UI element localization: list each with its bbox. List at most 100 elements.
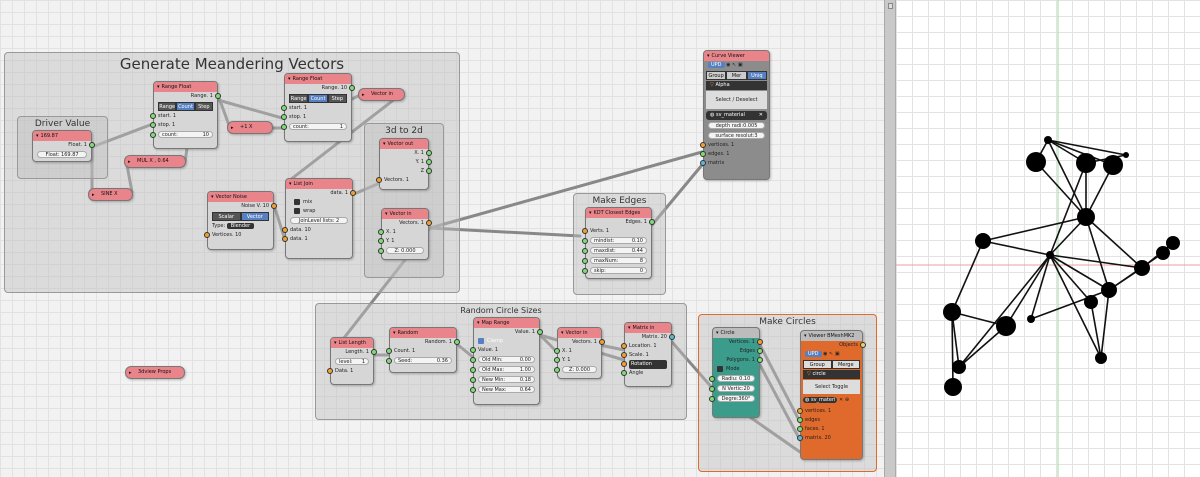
input-socket[interactable] xyxy=(582,268,588,274)
output-socket[interactable] xyxy=(757,339,763,345)
wrap-checkbox[interactable] xyxy=(294,207,300,214)
mode-count[interactable]: Count xyxy=(308,94,328,103)
input-socket[interactable] xyxy=(554,348,560,354)
output-socket[interactable] xyxy=(537,329,543,335)
degree-field[interactable]: Degre:360° xyxy=(717,395,755,402)
output-socket[interactable] xyxy=(215,93,221,99)
node-header[interactable]: ▾169.87 xyxy=(33,131,91,141)
close-icon[interactable]: ✕ xyxy=(839,397,844,403)
expand-icon[interactable]: ▸ xyxy=(231,125,234,131)
collapse-icon[interactable]: ▾ xyxy=(383,141,386,147)
output-socket[interactable] xyxy=(757,357,763,363)
node-header[interactable]: ▾Vector Noise xyxy=(208,192,273,202)
joinlevel-field[interactable]: JoinLevel lists: 2 xyxy=(290,217,348,224)
kdt-closest-edges-node[interactable]: ▾KDT Closest Edges Edges. 1 Verts. 1 min… xyxy=(582,207,655,279)
output-socket[interactable] xyxy=(349,85,355,91)
input-socket[interactable] xyxy=(204,232,210,238)
vector-in-node-1[interactable]: ▾Vector in Vectors. 1 X. 1 Y. 1 Z: 0.000 xyxy=(378,208,432,260)
expand-icon[interactable]: ▸ xyxy=(129,370,132,376)
collapse-icon[interactable]: ▾ xyxy=(628,325,631,331)
expand-icon[interactable]: ▸ xyxy=(362,92,365,98)
input-socket[interactable] xyxy=(621,352,627,358)
collapse-icon[interactable]: ▾ xyxy=(477,320,480,326)
input-socket[interactable] xyxy=(378,248,384,254)
type-select[interactable]: Blender xyxy=(226,223,255,229)
input-socket[interactable] xyxy=(386,358,392,364)
rotation-select[interactable]: Rotation xyxy=(629,360,667,369)
tab-uniq[interactable]: Uniq xyxy=(746,71,767,80)
mix-checkbox[interactable] xyxy=(294,198,300,205)
output-socket[interactable] xyxy=(669,334,675,340)
input-socket[interactable] xyxy=(797,435,803,441)
group-button[interactable]: Group xyxy=(803,360,832,369)
add-icon[interactable]: ⊕ xyxy=(844,397,850,403)
mode-switch[interactable]: Range Count Step xyxy=(158,102,213,111)
input-socket[interactable] xyxy=(582,228,588,234)
input-socket[interactable] xyxy=(709,376,715,382)
node-editor[interactable]: Generate Meandering Vectors Driver Value… xyxy=(0,0,884,477)
input-socket[interactable] xyxy=(554,357,560,363)
input-socket[interactable] xyxy=(470,347,476,353)
input-socket[interactable] xyxy=(282,236,288,242)
area-divider[interactable] xyxy=(884,0,896,477)
input-socket[interactable] xyxy=(709,396,715,402)
range-float-node-2[interactable]: ▾Range Float Range. 10 Range Count Step … xyxy=(281,73,355,142)
mul-x-node[interactable]: ▸MUL X , 0.64 xyxy=(124,155,186,168)
clamp-checkbox[interactable] xyxy=(478,337,484,344)
input-socket[interactable] xyxy=(700,160,706,166)
input-socket[interactable] xyxy=(378,238,384,244)
input-socket[interactable] xyxy=(709,386,715,392)
output-socket[interactable] xyxy=(599,339,605,345)
input-socket[interactable] xyxy=(470,387,476,393)
output-socket[interactable] xyxy=(89,142,95,148)
input-socket[interactable] xyxy=(621,361,627,367)
surface-field[interactable]: surface resolut:3 xyxy=(708,132,765,139)
mode-count[interactable]: Count xyxy=(176,102,195,111)
node-header[interactable]: ▾Random xyxy=(390,328,456,338)
vector-noise-node[interactable]: ▾Vector Noise Noise V. 10 Scalar Vector … xyxy=(204,191,277,250)
input-socket[interactable] xyxy=(470,367,476,373)
range-float-node-1[interactable]: ▾Range Float Range. 1 Range Count Step s… xyxy=(150,81,221,149)
list-length-node[interactable]: ▾List Length Length. 1 level:1 Data. 1 xyxy=(327,337,377,385)
depth-field[interactable]: depth radi:0.005 xyxy=(708,122,765,129)
node-header[interactable]: ▾Vector in xyxy=(382,209,428,219)
vector-out-node[interactable]: ▾Vector out X. 1 Y. 1 Z Vectors. 1 xyxy=(376,138,432,190)
collapse-icon[interactable]: ▾ xyxy=(36,133,39,139)
cursor-icon[interactable]: ↖ xyxy=(732,62,737,68)
input-socket[interactable] xyxy=(621,370,627,376)
output-socket[interactable] xyxy=(860,342,866,348)
output-socket[interactable] xyxy=(271,203,277,209)
collapse-icon[interactable]: ▾ xyxy=(707,53,710,59)
mode-checkbox[interactable] xyxy=(717,365,723,372)
mode-option[interactable]: Mode xyxy=(713,365,759,374)
sine-x-node[interactable]: ▸SINE X xyxy=(88,188,133,201)
eye-icon[interactable]: ◉ xyxy=(726,62,731,68)
collapse-icon[interactable]: ▾ xyxy=(288,76,291,82)
seed-field[interactable]: Seed:0.36 xyxy=(394,357,452,364)
mode-range[interactable]: Range xyxy=(289,94,309,103)
input-socket[interactable] xyxy=(378,229,384,235)
input-socket[interactable] xyxy=(281,105,287,111)
eye-icon[interactable]: ◉ xyxy=(823,351,828,357)
mode-step[interactable]: Step xyxy=(327,94,347,103)
circle-node[interactable]: ▾Circle Vertices. 1 Edges Polygons. 1 Mo… xyxy=(709,327,763,418)
mode-switch[interactable]: Range Count Step xyxy=(289,94,347,103)
select-toggle-button[interactable]: Select Toggle xyxy=(803,380,860,394)
curve-tabs[interactable]: Group Mer Dup Uniq xyxy=(706,71,767,88)
random-node[interactable]: ▾Random Random. 1 Count. 1 Seed:0.36 xyxy=(386,327,460,373)
vector-in-collapsed-node[interactable]: ▸Vector in xyxy=(358,88,405,101)
input-socket[interactable] xyxy=(150,113,156,119)
collapse-icon[interactable]: ▾ xyxy=(334,340,337,346)
input-socket[interactable] xyxy=(621,343,627,349)
collapse-icon[interactable]: ▾ xyxy=(157,84,160,90)
input-socket[interactable] xyxy=(554,367,560,373)
input-socket[interactable] xyxy=(470,357,476,363)
upd-toggle[interactable]: UPD xyxy=(708,62,725,68)
expand-icon[interactable]: ▸ xyxy=(92,192,95,198)
alpha-row[interactable]: ▽ Alpha xyxy=(706,81,767,90)
input-socket[interactable] xyxy=(327,368,333,374)
map-range-node[interactable]: ▾Map Range Value. 1 Clamp Value. 1 Old M… xyxy=(470,317,543,405)
input-socket[interactable] xyxy=(281,124,287,130)
float-node[interactable]: ▾169.87 Float. 1 Float: 169.87 xyxy=(32,130,95,162)
merge-button[interactable]: Merge xyxy=(831,360,860,369)
